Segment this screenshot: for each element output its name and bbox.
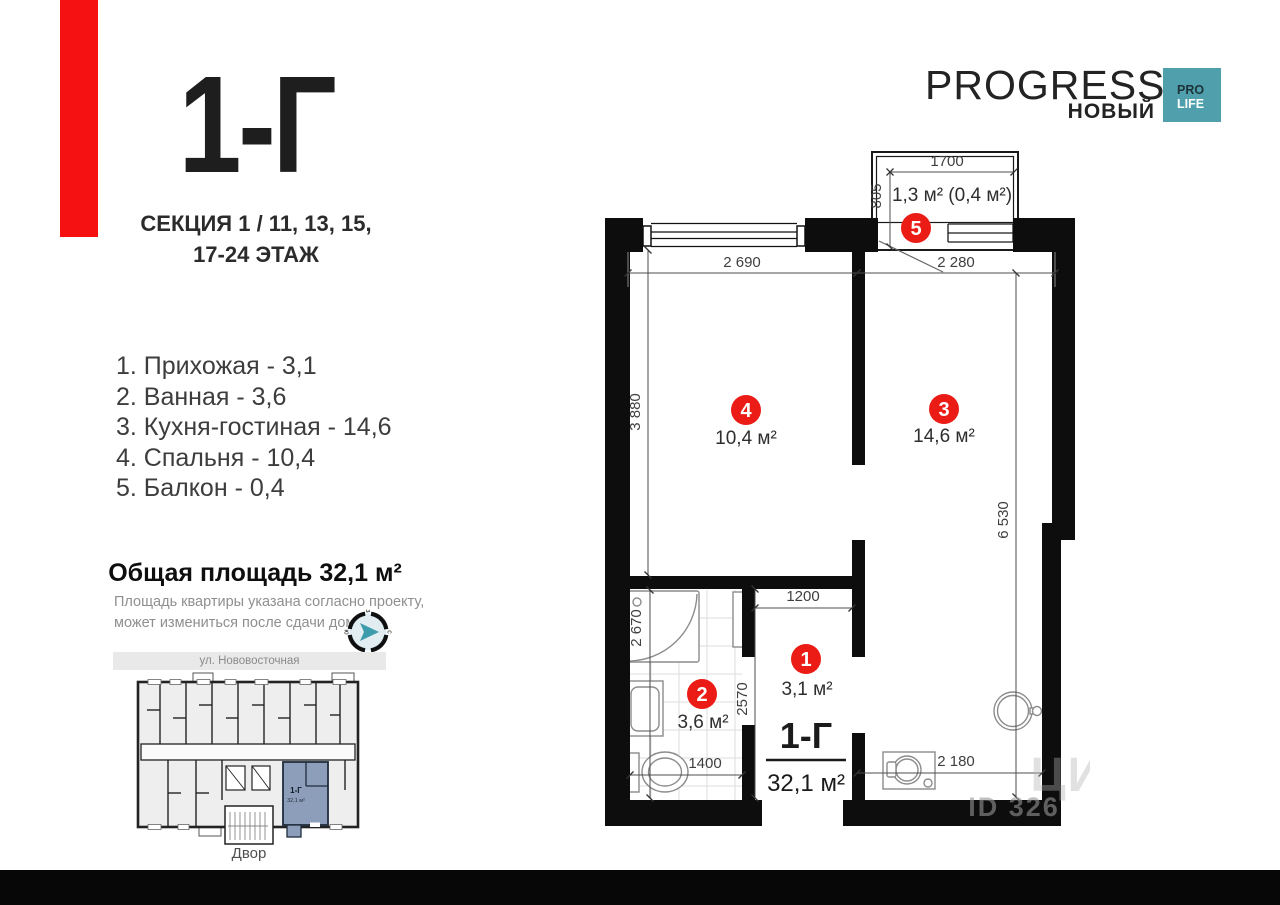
svg-text:5: 5 bbox=[910, 218, 921, 240]
svg-text:32,1 м²: 32,1 м² bbox=[767, 770, 845, 797]
svg-text:2 180: 2 180 bbox=[937, 753, 975, 770]
dimension-lines bbox=[624, 168, 1059, 802]
floor-plan: 2 690 2 280 3 880 6 530 1200 2570 2 670 … bbox=[605, 151, 1090, 826]
compass-icon: з с в ю bbox=[343, 609, 393, 655]
svg-text:3,1 м²: 3,1 м² bbox=[781, 679, 832, 700]
svg-text:2: 2 bbox=[696, 684, 707, 706]
room-legend: 1. Прихожая - 3,1 2. Ванная - 3,6 3. Кух… bbox=[116, 351, 392, 504]
minimap-unit-code: 1-Г bbox=[290, 786, 302, 795]
room-area-labels: 3,1 м² 3,6 м² 14,6 м² 10,4 м² 1,3 м² (0,… bbox=[677, 185, 1012, 733]
balcony-door-swing bbox=[878, 240, 944, 273]
badge-line2: LIFE bbox=[1177, 97, 1205, 111]
section-line1: СЕКЦИЯ 1 / 11, 13, 15, bbox=[140, 211, 372, 236]
yard-label: Двор bbox=[231, 845, 267, 862]
disclaimer-note: Площадь квартиры указана согласно проект… bbox=[114, 592, 424, 634]
svg-text:1: 1 bbox=[800, 649, 811, 671]
balcony-outline bbox=[871, 151, 1019, 273]
svg-text:2570: 2570 bbox=[734, 682, 751, 715]
apartment-code-title: 1-Г bbox=[178, 48, 337, 202]
svg-text:1400: 1400 bbox=[688, 755, 721, 772]
dimension-labels: 2 690 2 280 3 880 6 530 1200 2570 2 670 … bbox=[627, 153, 1012, 772]
svg-text:4: 4 bbox=[740, 400, 752, 422]
minimap-unit-area: 32,1 м² bbox=[287, 798, 305, 804]
svg-text:10,4 м²: 10,4 м² bbox=[715, 428, 777, 449]
brand-logo-subtitle: НОВЫЙ bbox=[1067, 100, 1155, 123]
kitchen-tap bbox=[1031, 705, 1043, 717]
legend-item-1: 1. Прихожая - 3,1 bbox=[116, 352, 317, 380]
shower-drain bbox=[632, 597, 642, 607]
svg-text:1700: 1700 bbox=[930, 153, 963, 170]
minimap-building bbox=[136, 672, 360, 845]
svg-text:ЦИаН: ЦИаН bbox=[1031, 749, 1090, 802]
plan-unit-label: 1-Г 32,1 м² bbox=[766, 715, 846, 797]
legend-item-3: 3. Кухня-гостиная - 14,6 bbox=[116, 413, 392, 442]
legend-item-2: 2. Ванная - 3,6 bbox=[116, 382, 287, 411]
legend-item-4: 4. Спальня - 10,4 bbox=[116, 443, 316, 472]
window bbox=[642, 222, 806, 248]
svg-text:2 690: 2 690 bbox=[723, 254, 761, 271]
svg-text:805: 805 bbox=[868, 183, 885, 208]
brand-logo: PROGRESS bbox=[925, 62, 1166, 108]
svg-text:з: з bbox=[364, 609, 371, 612]
svg-text:ID 326: ID 326 bbox=[968, 792, 1060, 822]
svg-text:3: 3 bbox=[938, 399, 949, 421]
svg-text:с: с bbox=[386, 630, 393, 634]
total-area-label: Общая площадь 32,1 м² bbox=[108, 559, 402, 587]
disclaimer-line2: может измениться после сдачи дома bbox=[114, 615, 364, 631]
badge-line1: PRO bbox=[1177, 83, 1205, 97]
bottom-black-bar bbox=[0, 870, 1280, 905]
watermark: ЦИаН ID 326 bbox=[968, 749, 1090, 822]
svg-text:1200: 1200 bbox=[786, 588, 819, 605]
floor-overview-minimap: 1-Г 32,1 м² bbox=[136, 672, 360, 845]
svg-text:14,6 м²: 14,6 м² bbox=[913, 426, 975, 447]
svg-text:ю: ю bbox=[343, 629, 350, 634]
svg-text:1,3 м² (0,4 м²): 1,3 м² (0,4 м²) bbox=[892, 185, 1012, 206]
section-line2: 17-24 ЭТАЖ bbox=[193, 242, 319, 267]
brand-badge: PRO LIFE bbox=[1163, 68, 1221, 122]
kitchen-fixtures bbox=[882, 691, 1043, 790]
svg-text:2 670: 2 670 bbox=[628, 609, 645, 647]
svg-text:6 530: 6 530 bbox=[995, 501, 1012, 539]
room-number-badges: 1 2 3 4 5 bbox=[687, 213, 959, 709]
minimap-stairwell bbox=[224, 805, 274, 845]
svg-text:3,6 м²: 3,6 м² bbox=[677, 712, 728, 733]
svg-text:2 280: 2 280 bbox=[937, 254, 975, 271]
brand-red-bar bbox=[60, 0, 98, 237]
svg-text:3 880: 3 880 bbox=[627, 393, 644, 431]
compass-arrow bbox=[360, 623, 379, 641]
minimap-highlighted-unit: 1-Г 32,1 м² bbox=[282, 761, 329, 838]
section-info: СЕКЦИЯ 1 / 11, 13, 15, 17-24 ЭТАЖ bbox=[96, 208, 416, 270]
legend-item-5: 5. Балкон - 0,4 bbox=[116, 474, 285, 503]
disclaimer-line1: Площадь квартиры указана согласно проект… bbox=[114, 594, 425, 610]
svg-text:1-Г: 1-Г bbox=[780, 715, 832, 756]
street-label: ул. Нововосточная bbox=[113, 652, 386, 670]
